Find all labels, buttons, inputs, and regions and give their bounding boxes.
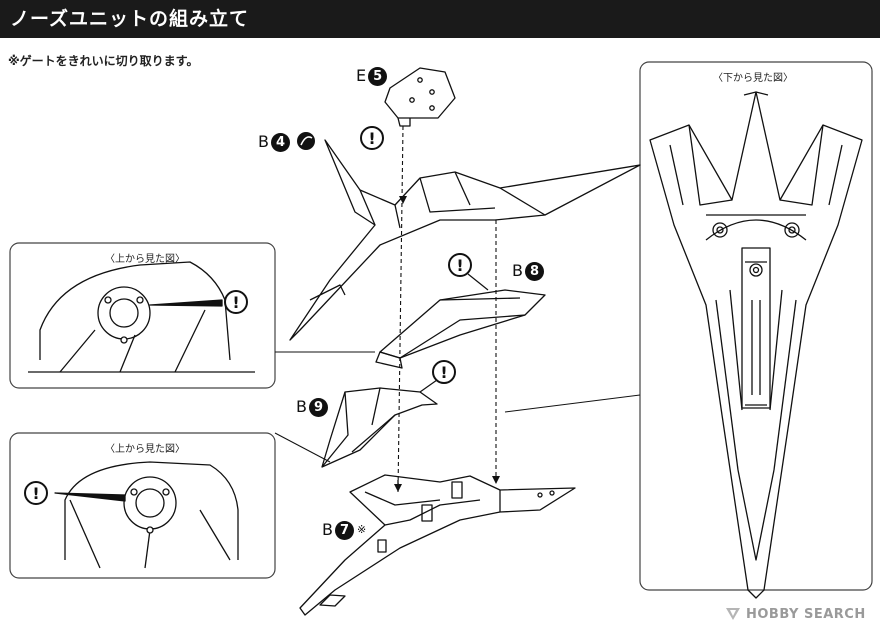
part-number: 4	[270, 132, 290, 152]
part-e5	[384, 67, 456, 127]
part-number: 7	[334, 520, 354, 540]
assembly-guide	[397, 125, 404, 493]
svg-text:!: !	[456, 256, 463, 275]
part-b7	[299, 474, 576, 616]
runner-letter: B	[296, 397, 307, 416]
part-number: 8	[524, 261, 544, 281]
caution-icon: !	[360, 126, 384, 150]
part-b9	[321, 387, 438, 468]
note-mark: ※	[356, 523, 367, 536]
caution-icon: !	[24, 481, 48, 505]
runner-letter: B	[512, 261, 523, 280]
part-label-b9: B 9	[296, 397, 328, 417]
inset-panel-bottom-view	[639, 61, 873, 591]
gate-note: ※ゲートをきれいに切り取ります。	[8, 54, 199, 68]
inset-panel-1	[9, 242, 276, 389]
inset-caption-top-view-2: 〈上から見た図〉	[105, 444, 185, 455]
svg-text:!: !	[368, 129, 375, 148]
part-label-b7: B 7 ※	[322, 520, 366, 540]
nipper-icon	[297, 132, 315, 150]
inset-caption-top-view-1: 〈上から見た図〉	[105, 254, 185, 265]
part-label-e5: E 5	[356, 66, 388, 86]
inset-1-detail	[28, 261, 255, 373]
hobby-search-watermark: HOBBY SEARCH	[724, 606, 866, 622]
inset-2-detail	[54, 461, 239, 569]
callout-line	[274, 432, 331, 463]
runner-letter: B	[322, 520, 333, 539]
part-b8	[375, 289, 546, 369]
svg-text:!: !	[32, 484, 39, 503]
part-label-b8: B 8	[512, 261, 544, 281]
svg-text:!: !	[232, 293, 239, 312]
part-b4	[289, 139, 641, 341]
runner-letter: B	[258, 132, 269, 151]
svg-text:!: !	[440, 363, 447, 382]
title-bar: ノーズユニットの組み立て	[0, 0, 880, 38]
page-title: ノーズユニットの組み立て	[10, 8, 250, 30]
part-number: 5	[368, 66, 388, 86]
watermark-text: HOBBY SEARCH	[746, 606, 866, 622]
bottom-view-aircraft	[649, 91, 863, 599]
callout-line	[504, 394, 641, 413]
inset-caption-bottom-view: 〈下から見た図〉	[713, 73, 793, 84]
runner-letter: E	[356, 66, 367, 85]
hobby-search-logo-icon	[726, 608, 740, 620]
part-label-b4: B 4	[258, 132, 290, 152]
caution-icon: !	[448, 253, 489, 291]
caution-icon: !	[224, 290, 248, 314]
caution-icon: !	[419, 360, 456, 393]
part-number: 9	[308, 397, 328, 417]
inset-panel-2	[9, 432, 276, 579]
